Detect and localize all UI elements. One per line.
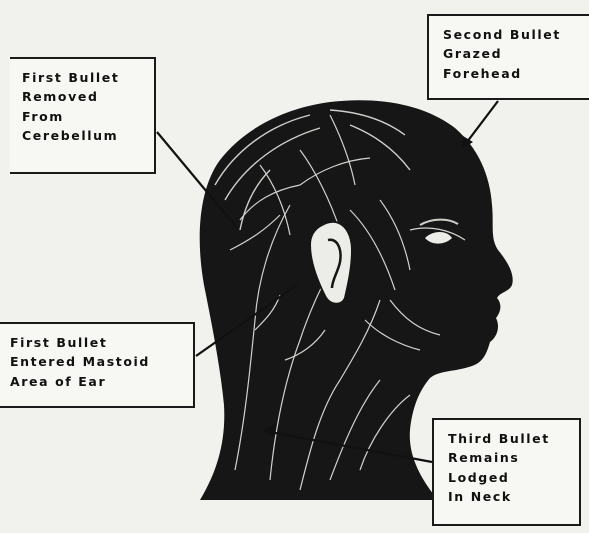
callout-line: Forehead	[443, 64, 589, 83]
callout-line: From	[22, 107, 154, 126]
callout-line: First Bullet	[22, 68, 154, 87]
callout-line: Remains	[448, 448, 579, 467]
callout-line: Removed	[22, 87, 154, 106]
callout-first-bullet-removed: First Bullet Removed From Cerebellum	[10, 57, 156, 174]
callout-line: Grazed	[443, 44, 589, 63]
callout-line: Entered Mastoid	[10, 352, 193, 371]
leader-second-bullet	[467, 101, 498, 142]
callout-second-bullet: Second Bullet Grazed Forehead	[427, 14, 589, 100]
callout-line: Third Bullet	[448, 429, 579, 448]
callout-line: Cerebellum	[22, 126, 154, 145]
callout-line: Lodged	[448, 468, 579, 487]
callout-line: Area of Ear	[10, 372, 193, 391]
callout-line: Second Bullet	[443, 25, 589, 44]
callout-line: First Bullet	[10, 333, 193, 352]
callout-line: In Neck	[448, 487, 579, 506]
callout-first-bullet-entered: First Bullet Entered Mastoid Area of Ear	[0, 322, 195, 408]
callout-third-bullet: Third Bullet Remains Lodged In Neck	[432, 418, 581, 526]
